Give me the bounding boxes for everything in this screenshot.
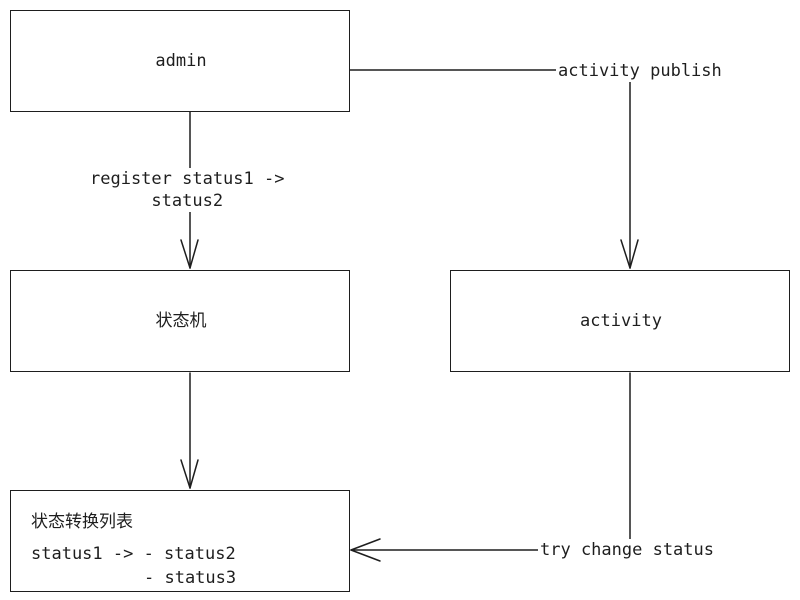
- arrowhead-state-machine: [180, 239, 199, 269]
- activity-node: activity: [450, 270, 790, 372]
- arrowhead-transition-list: [180, 459, 199, 489]
- arrow-admin-to-activity: [349, 69, 631, 269]
- try-change-status-edge-label: try change status: [538, 539, 716, 561]
- activity-publish-edge-label: activity publish: [556, 60, 724, 82]
- admin-node: admin: [10, 10, 350, 112]
- transition-list-line-1: status1 -> - status2: [31, 544, 236, 564]
- activity-label: activity: [580, 311, 662, 331]
- register-edge-label-line-1: register status1 ->: [90, 169, 285, 189]
- state-machine-node: 状态机: [10, 270, 350, 372]
- transition-list-node: 状态转换列表 status1 -> - status2 - status3: [10, 490, 350, 592]
- admin-label: admin: [155, 51, 207, 71]
- arrowhead-activity: [620, 239, 639, 269]
- arrow-activity-to-transition-list: [350, 372, 631, 551]
- state-machine-label: 状态机: [155, 311, 207, 331]
- register-edge-label: register status1 -> status2: [88, 168, 287, 212]
- transition-list-title: 状态转换列表: [31, 512, 133, 532]
- register-edge-label-line-2: status2: [151, 191, 224, 211]
- arrowhead-transition-list-side: [350, 538, 381, 562]
- transition-list-line-2: - status3: [144, 568, 237, 588]
